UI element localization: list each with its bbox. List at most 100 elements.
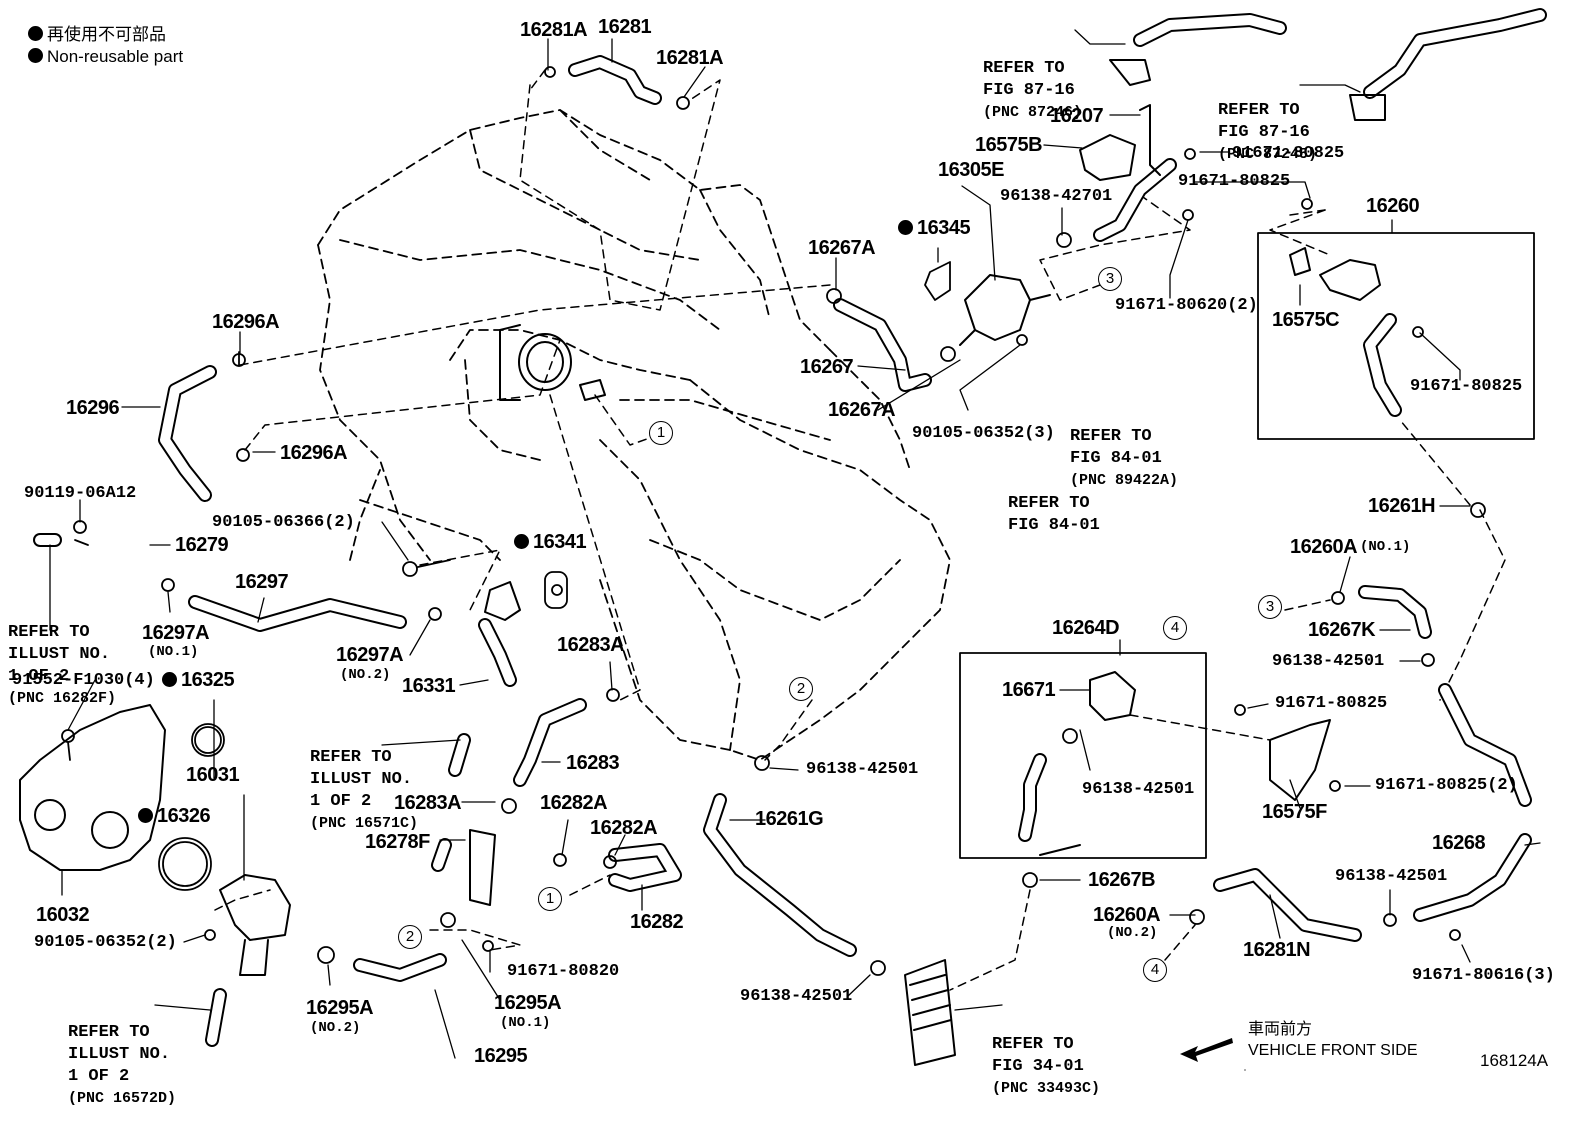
part-label: 16283A: [557, 634, 625, 656]
part-label: 91552-F1030(4): [12, 671, 155, 690]
part-label-note: (NO.2): [340, 667, 391, 683]
part-label: 16260: [1366, 195, 1420, 217]
part-label: 91671-80825: [1410, 377, 1523, 396]
circle-marker: 3: [1098, 267, 1122, 291]
part-label-note: (NO.1): [148, 644, 199, 660]
part-label: 91671-80620(2): [1115, 296, 1258, 315]
part-label: 16331: [402, 675, 456, 697]
part-label: 16296A: [280, 442, 348, 464]
part-label: 16032: [36, 904, 90, 926]
part-label: 90105-06352(2): [34, 933, 177, 952]
part-label: 90105-06352(3): [912, 424, 1055, 443]
part-label: 16283A: [394, 792, 462, 814]
part-label: 16261G: [755, 808, 824, 830]
part-label: 91671-80616(3): [1412, 966, 1555, 985]
part-label: 16267A: [808, 237, 876, 259]
part-label: 16267: [800, 356, 854, 378]
part-label: 16267B: [1088, 869, 1156, 891]
part-label: 96138-42501: [1082, 780, 1195, 799]
part-label: 90105-06366(2): [212, 513, 355, 532]
part-label: 96138-42501: [806, 760, 919, 779]
part-label: 16575B: [975, 134, 1043, 156]
part-label: 16296: [66, 397, 120, 419]
part-label: 16278F: [365, 831, 430, 853]
part-label: 16305E: [938, 159, 1004, 181]
part-label: 16281N: [1243, 939, 1311, 961]
circle-marker: 4: [1143, 958, 1167, 982]
hoses-inner: [35, 10, 1545, 1045]
part-label-note: (NO.2): [310, 1020, 361, 1036]
parts-diagram: [19, 8, 1547, 1071]
part-label: 16264D: [1052, 617, 1120, 639]
part-label: 16297A: [142, 622, 210, 644]
part-label: 16281A: [656, 47, 724, 69]
part-label: 16207: [1050, 105, 1104, 127]
part-label: 16281: [598, 16, 652, 38]
circle-marker: 2: [789, 677, 813, 701]
part-label-non-reusable: 16345: [898, 218, 971, 238]
part-label-non-reusable: 16341: [514, 532, 587, 552]
front-side-jp: 車両前方: [1248, 1021, 1313, 1038]
group-boxes: [959, 232, 1535, 859]
part-label: 96138-42501: [740, 987, 853, 1006]
part-label: 91671-80825: [1275, 694, 1388, 713]
part-label: 16267A: [828, 399, 896, 421]
part-label: 16671: [1002, 679, 1056, 701]
circle-marker: 2: [398, 925, 422, 949]
part-label: 16575C: [1272, 309, 1340, 331]
part-label-note: (NO.1): [1360, 539, 1411, 555]
part-label: 96138-42701: [1000, 187, 1113, 206]
front-side-en: VEHICLE FRONT SIDE: [1248, 1041, 1418, 1059]
part-label: 16575F: [1262, 801, 1327, 823]
part-label: 16297: [235, 571, 289, 593]
part-label: 16267K: [1308, 619, 1376, 641]
legend: 再使用不可部品 Non-reusable part: [28, 24, 183, 68]
part-label-note: (NO.2): [1107, 925, 1158, 941]
part-label: 91671-80825: [1232, 144, 1345, 163]
part-label: 16281A: [520, 19, 588, 41]
part-label: 16282A: [540, 792, 608, 814]
circle-marker: 1: [649, 421, 673, 445]
part-label: 16261H: [1368, 495, 1436, 517]
front-arrow-icon: [1180, 1038, 1233, 1062]
part-label-note: (NO.1): [500, 1015, 551, 1031]
part-label: 16282A: [590, 817, 658, 839]
part-label: 91671-80820: [507, 962, 620, 981]
part-label: 16297A: [336, 644, 404, 666]
front-side-note: 車両前方 VEHICLE FRONT SIDE: [1248, 1020, 1418, 1062]
legend-jp: 再使用不可部品: [28, 24, 183, 46]
leader-lines: [49, 29, 1541, 1071]
part-label: 91671-80825: [1178, 172, 1291, 191]
part-label: 16283: [566, 752, 620, 774]
part-label: 96138-42501: [1272, 652, 1385, 671]
part-label-non-reusable: 16326: [138, 806, 211, 826]
part-label: 16260A: [1093, 904, 1161, 926]
part-label: 16279: [175, 534, 229, 556]
part-label: 16031: [186, 764, 240, 786]
part-label: 16295A: [306, 997, 374, 1019]
part-label: 91671-80825(2): [1375, 776, 1518, 795]
part-label: 16295: [474, 1045, 528, 1067]
circle-marker: 4: [1163, 616, 1187, 640]
part-label: 16260A: [1290, 536, 1358, 558]
figure-id: 168124A: [1480, 1051, 1549, 1070]
part-label: 16296A: [212, 311, 280, 333]
part-label: 16282: [630, 911, 684, 933]
part-label: 96138-42501: [1335, 867, 1448, 886]
part-label: 16295A: [494, 992, 562, 1014]
engine-outline: [317, 109, 951, 761]
circle-marker: 3: [1258, 595, 1282, 619]
circle-marker: 1: [538, 887, 562, 911]
part-label: 90119-06A12: [24, 484, 137, 503]
legend-en: Non-reusable part: [28, 46, 183, 68]
part-label-non-reusable: 16325: [162, 670, 235, 690]
part-label: 16268: [1432, 832, 1486, 854]
